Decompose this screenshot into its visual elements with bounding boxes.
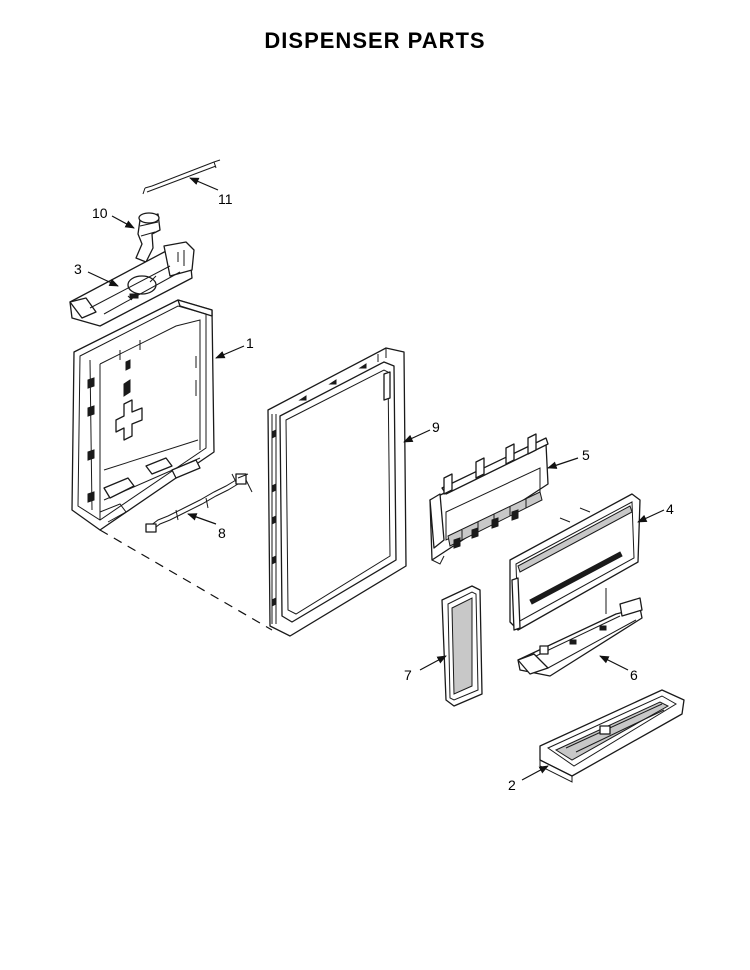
part-2-drip-tray[interactable] bbox=[539, 689, 685, 783]
part-11-wire[interactable] bbox=[142, 159, 221, 195]
leader-6 bbox=[599, 655, 629, 671]
callout-5: 5 bbox=[582, 447, 590, 463]
callout-9: 9 bbox=[432, 419, 440, 435]
callout-2: 2 bbox=[508, 777, 516, 793]
assembly-guide-line bbox=[99, 529, 273, 631]
leader-7 bbox=[419, 655, 447, 671]
page-title: DISPENSER PARTS bbox=[264, 28, 486, 53]
leader-11 bbox=[189, 177, 219, 191]
callout-10: 10 bbox=[92, 205, 108, 221]
callout-4: 4 bbox=[666, 501, 674, 517]
part-8-harness[interactable] bbox=[145, 473, 253, 533]
callout-1: 1 bbox=[246, 335, 254, 351]
leader-2 bbox=[521, 765, 549, 781]
leader-8 bbox=[187, 513, 217, 525]
leader-1 bbox=[215, 345, 245, 359]
callout-7: 7 bbox=[404, 667, 412, 683]
part-4-display-panel[interactable] bbox=[509, 493, 641, 631]
part-3-bracket[interactable] bbox=[69, 241, 195, 327]
leader-4 bbox=[637, 509, 665, 523]
part-5-control-housing[interactable] bbox=[429, 433, 549, 565]
part-9-frame[interactable] bbox=[267, 347, 407, 637]
leader-3 bbox=[87, 271, 119, 287]
part-6-lower-bracket[interactable] bbox=[517, 588, 643, 677]
leader-lines bbox=[87, 177, 665, 781]
callout-3: 3 bbox=[74, 261, 82, 277]
leader-10 bbox=[111, 215, 135, 229]
callout-6: 6 bbox=[630, 667, 638, 683]
leader-9 bbox=[403, 429, 431, 443]
part-7-gasket[interactable] bbox=[441, 585, 483, 707]
callout-8: 8 bbox=[218, 525, 226, 541]
part-10-fitting[interactable] bbox=[135, 212, 161, 263]
leader-5 bbox=[547, 457, 579, 469]
part-1-housing[interactable] bbox=[71, 299, 215, 531]
callout-labels: 11 10 3 1 9 5 4 8 7 6 2 bbox=[74, 191, 674, 793]
callout-11: 11 bbox=[218, 191, 233, 207]
